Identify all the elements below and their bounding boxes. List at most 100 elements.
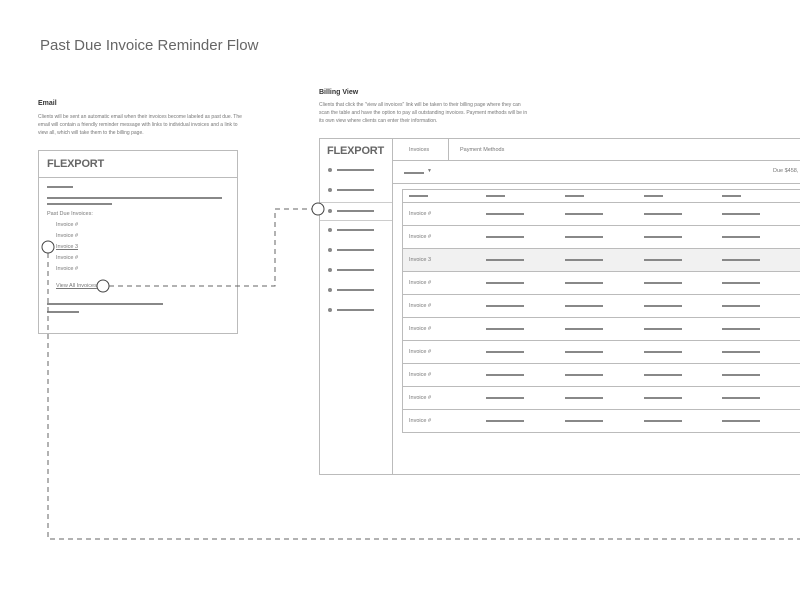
table-row[interactable]: Invoice #	[403, 294, 800, 318]
sidebar-item-label	[337, 169, 374, 171]
cell-placeholder	[722, 397, 760, 399]
invoice-number: Invoice #	[409, 211, 432, 217]
invoice-link[interactable]: Invoice #	[56, 222, 79, 228]
invoice-number: Invoice #	[409, 303, 432, 309]
invoice-number: Invoice #	[409, 418, 432, 424]
chevron-down-icon: ▼	[427, 168, 432, 174]
cell-placeholder	[486, 259, 524, 261]
cell-placeholder	[722, 236, 760, 238]
table-row[interactable]: Invoice #	[403, 202, 800, 226]
cell-placeholder	[644, 236, 682, 238]
cell-placeholder	[722, 213, 760, 215]
sidebar-item[interactable]	[320, 262, 392, 279]
flexport-logo: FLEXPORT	[327, 145, 385, 157]
sidebar-item[interactable]	[320, 182, 392, 199]
sidebar-item-label	[337, 269, 374, 271]
invoice-number: Invoice #	[409, 372, 432, 378]
cell-placeholder	[644, 420, 682, 422]
column-header	[409, 195, 428, 197]
flexport-logo: FLEXPORT	[47, 158, 105, 170]
placeholder-line	[47, 186, 73, 188]
cell-placeholder	[486, 213, 524, 215]
invoice-number: Invoice #	[409, 349, 432, 355]
billing-mockup: FLEXPORT Invoices Payment Methods ▼ Due …	[319, 138, 800, 475]
filter-dropdown[interactable]: ▼	[404, 168, 434, 176]
table-row[interactable]: Invoice #	[403, 271, 800, 295]
bullet-icon	[328, 308, 332, 312]
cell-placeholder	[722, 374, 760, 376]
table-row[interactable]: Invoice 3	[403, 248, 800, 272]
cell-placeholder	[486, 397, 524, 399]
cell-placeholder	[644, 213, 682, 215]
sidebar-item[interactable]	[320, 302, 392, 319]
invoice-link[interactable]: Invoice #	[56, 266, 79, 272]
sidebar-item-label	[337, 249, 374, 251]
cell-placeholder	[722, 420, 760, 422]
bullet-icon	[328, 268, 332, 272]
bullet-icon	[328, 209, 332, 213]
cell-placeholder	[722, 305, 760, 307]
column-header	[486, 195, 505, 197]
cell-placeholder	[722, 351, 760, 353]
bullet-icon	[328, 288, 332, 292]
column-header	[722, 195, 741, 197]
cell-placeholder	[486, 420, 524, 422]
cell-placeholder	[644, 397, 682, 399]
placeholder-line	[47, 203, 112, 205]
bullet-icon	[328, 188, 332, 192]
billing-heading: Billing View	[319, 89, 359, 96]
bullet-icon	[328, 248, 332, 252]
cell-placeholder	[565, 259, 603, 261]
past-due-label: Past Due Invoices:	[47, 211, 93, 217]
sidebar-item[interactable]	[320, 222, 392, 239]
cell-placeholder	[722, 259, 760, 261]
tab-payment-methods[interactable]: Payment Methods	[460, 147, 505, 153]
tab-invoices[interactable]: Invoices	[409, 147, 430, 153]
table-row[interactable]: Invoice #	[403, 225, 800, 249]
cell-placeholder	[644, 305, 682, 307]
table-row[interactable]: Invoice #	[403, 409, 800, 433]
bullet-icon	[328, 168, 332, 172]
cell-placeholder	[722, 328, 760, 330]
cell-placeholder	[644, 259, 682, 261]
placeholder-line	[47, 197, 222, 199]
cell-placeholder	[565, 351, 603, 353]
cell-placeholder	[644, 351, 682, 353]
sidebar: FLEXPORT	[320, 139, 393, 474]
hotspot-marker	[311, 202, 325, 216]
hotspot-marker	[41, 240, 55, 254]
connector-view-all-to-billing	[109, 208, 312, 287]
invoice-number: Invoice #	[409, 234, 432, 240]
invoice-link[interactable]: Invoice #	[56, 233, 79, 239]
cell-placeholder	[565, 328, 603, 330]
cell-placeholder	[565, 236, 603, 238]
invoice-number: Invoice #	[409, 395, 432, 401]
invoice-number: Invoice #	[409, 280, 432, 286]
cell-placeholder	[644, 328, 682, 330]
sidebar-item-label	[337, 189, 374, 191]
table-row[interactable]: Invoice #	[403, 386, 800, 410]
cell-placeholder	[565, 282, 603, 284]
table-row[interactable]: Invoice #	[403, 317, 800, 341]
connector-invoice-to-detail	[47, 253, 800, 540]
invoice-link[interactable]: Invoice 3	[56, 244, 79, 250]
cell-placeholder	[565, 305, 603, 307]
sidebar-item-label	[337, 229, 374, 231]
sidebar-item-label	[337, 210, 374, 212]
placeholder-line	[47, 303, 163, 305]
invoice-link[interactable]: Invoice #	[56, 255, 79, 261]
table-row[interactable]: Invoice #	[403, 363, 800, 387]
placeholder-line	[47, 311, 79, 313]
cell-placeholder	[565, 397, 603, 399]
sidebar-item[interactable]	[320, 242, 392, 259]
table-row[interactable]: Invoice #	[403, 340, 800, 364]
sidebar-item[interactable]	[320, 202, 392, 221]
sidebar-item[interactable]	[320, 282, 392, 299]
view-all-invoices-link[interactable]: View All Invoices	[56, 283, 97, 289]
sidebar-item[interactable]	[320, 162, 392, 179]
page-title: Past Due Invoice Reminder Flow	[40, 37, 259, 54]
sidebar-item-label	[337, 309, 374, 311]
table-header	[403, 190, 800, 202]
cell-placeholder	[486, 328, 524, 330]
